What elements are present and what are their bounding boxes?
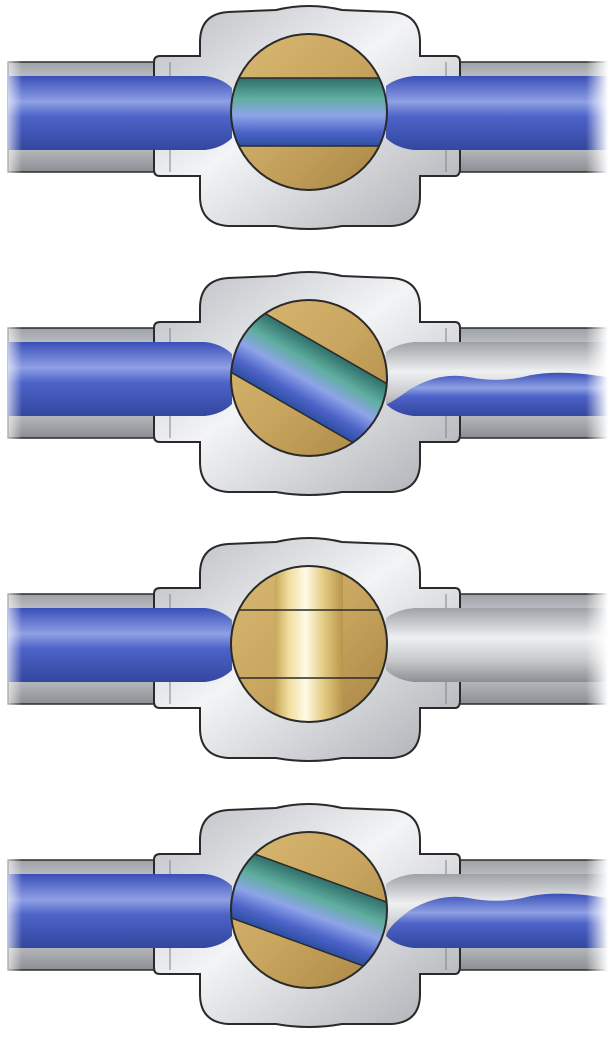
upstream-water <box>8 608 232 682</box>
upstream-water <box>8 76 232 150</box>
valve-4-partially-open <box>0 798 608 1064</box>
ball-bore <box>275 544 343 744</box>
downstream-water <box>386 76 608 150</box>
valve-1-open <box>0 0 608 266</box>
upstream-water <box>8 342 232 416</box>
valve-2-partially-open <box>0 266 608 532</box>
downstream-channel <box>386 608 608 682</box>
upstream-water <box>8 874 232 948</box>
ball-bore <box>209 78 409 146</box>
valve-3-closed <box>0 532 608 798</box>
